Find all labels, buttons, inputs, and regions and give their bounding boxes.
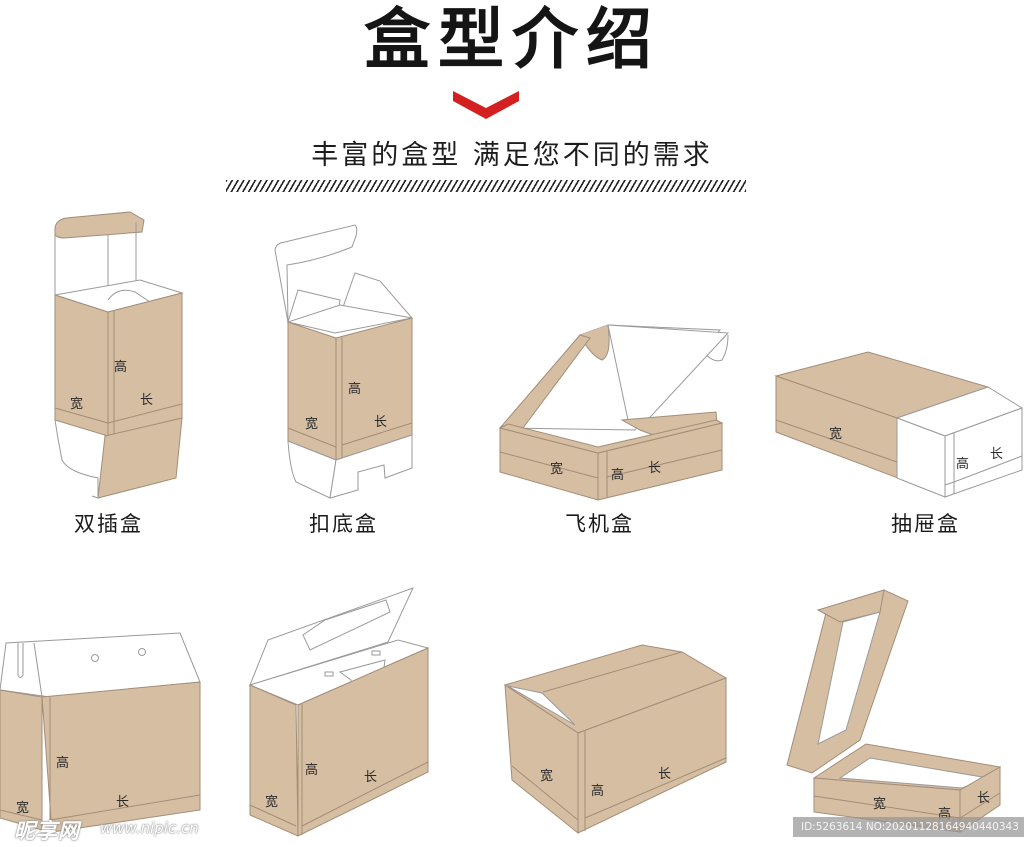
svg-text:宽: 宽 [16, 800, 29, 816]
box-illustration-lid-base: 宽 高 长 [0, 0, 1002, 833]
svg-text:宽: 宽 [829, 426, 842, 442]
watermark-id-bar: ID:5263614 NO:20201128164940440343 [793, 817, 1024, 837]
svg-text:长: 长 [648, 461, 661, 476]
chevron-down-icon [453, 91, 519, 119]
page-subtitle: 丰富的盒型 满足您不同的需求 [311, 140, 713, 171]
svg-text:宽: 宽 [550, 461, 563, 477]
hatch-divider [226, 180, 746, 192]
svg-text:宽: 宽 [70, 396, 83, 412]
box-illustration-carton: 宽 高 长 [0, 0, 728, 835]
box-illustration-mailer: 宽 高 长 [0, 0, 730, 501]
svg-text:长: 长 [140, 393, 153, 408]
svg-text:高: 高 [611, 467, 624, 483]
svg-text:长: 长 [364, 770, 377, 785]
box-illustration-snap-bottom: 高 宽 长 [0, 0, 413, 499]
svg-text:高: 高 [591, 783, 604, 799]
svg-text:宽: 宽 [873, 796, 886, 812]
svg-text:宽: 宽 [540, 768, 553, 784]
caption-drawer: 抽屉盒 [891, 512, 960, 536]
box-illustration-gable: 高 宽 长 [0, 0, 201, 833]
svg-text:高: 高 [114, 359, 127, 375]
svg-text:高: 高 [56, 755, 69, 771]
box-illustration-drawer: 宽 高 长 [0, 0, 1024, 498]
svg-text:长: 长 [658, 767, 671, 782]
box-illustration-tuck-handle: 高 宽 长 [0, 0, 430, 837]
svg-text:长: 长 [977, 791, 990, 806]
watermark-logo: 昵享网 [14, 819, 80, 843]
svg-text:长: 长 [374, 415, 387, 430]
svg-text:宽: 宽 [265, 794, 278, 810]
box-illustration-double-tuck: 高 宽 长 [0, 0, 184, 499]
svg-text:高: 高 [956, 456, 969, 472]
svg-text:长: 长 [990, 447, 1003, 462]
caption-double-tuck: 双插盒 [74, 512, 143, 536]
caption-mailer: 飞机盒 [565, 512, 634, 536]
svg-text:高: 高 [305, 762, 318, 778]
caption-snap-bottom: 扣底盒 [309, 512, 378, 536]
watermark-url: www.nipic.cn [100, 819, 199, 837]
svg-text:长: 长 [116, 795, 129, 810]
page-title: 盒型介绍 [364, 1, 660, 78]
svg-text:宽: 宽 [305, 416, 318, 432]
svg-text:高: 高 [348, 381, 361, 397]
